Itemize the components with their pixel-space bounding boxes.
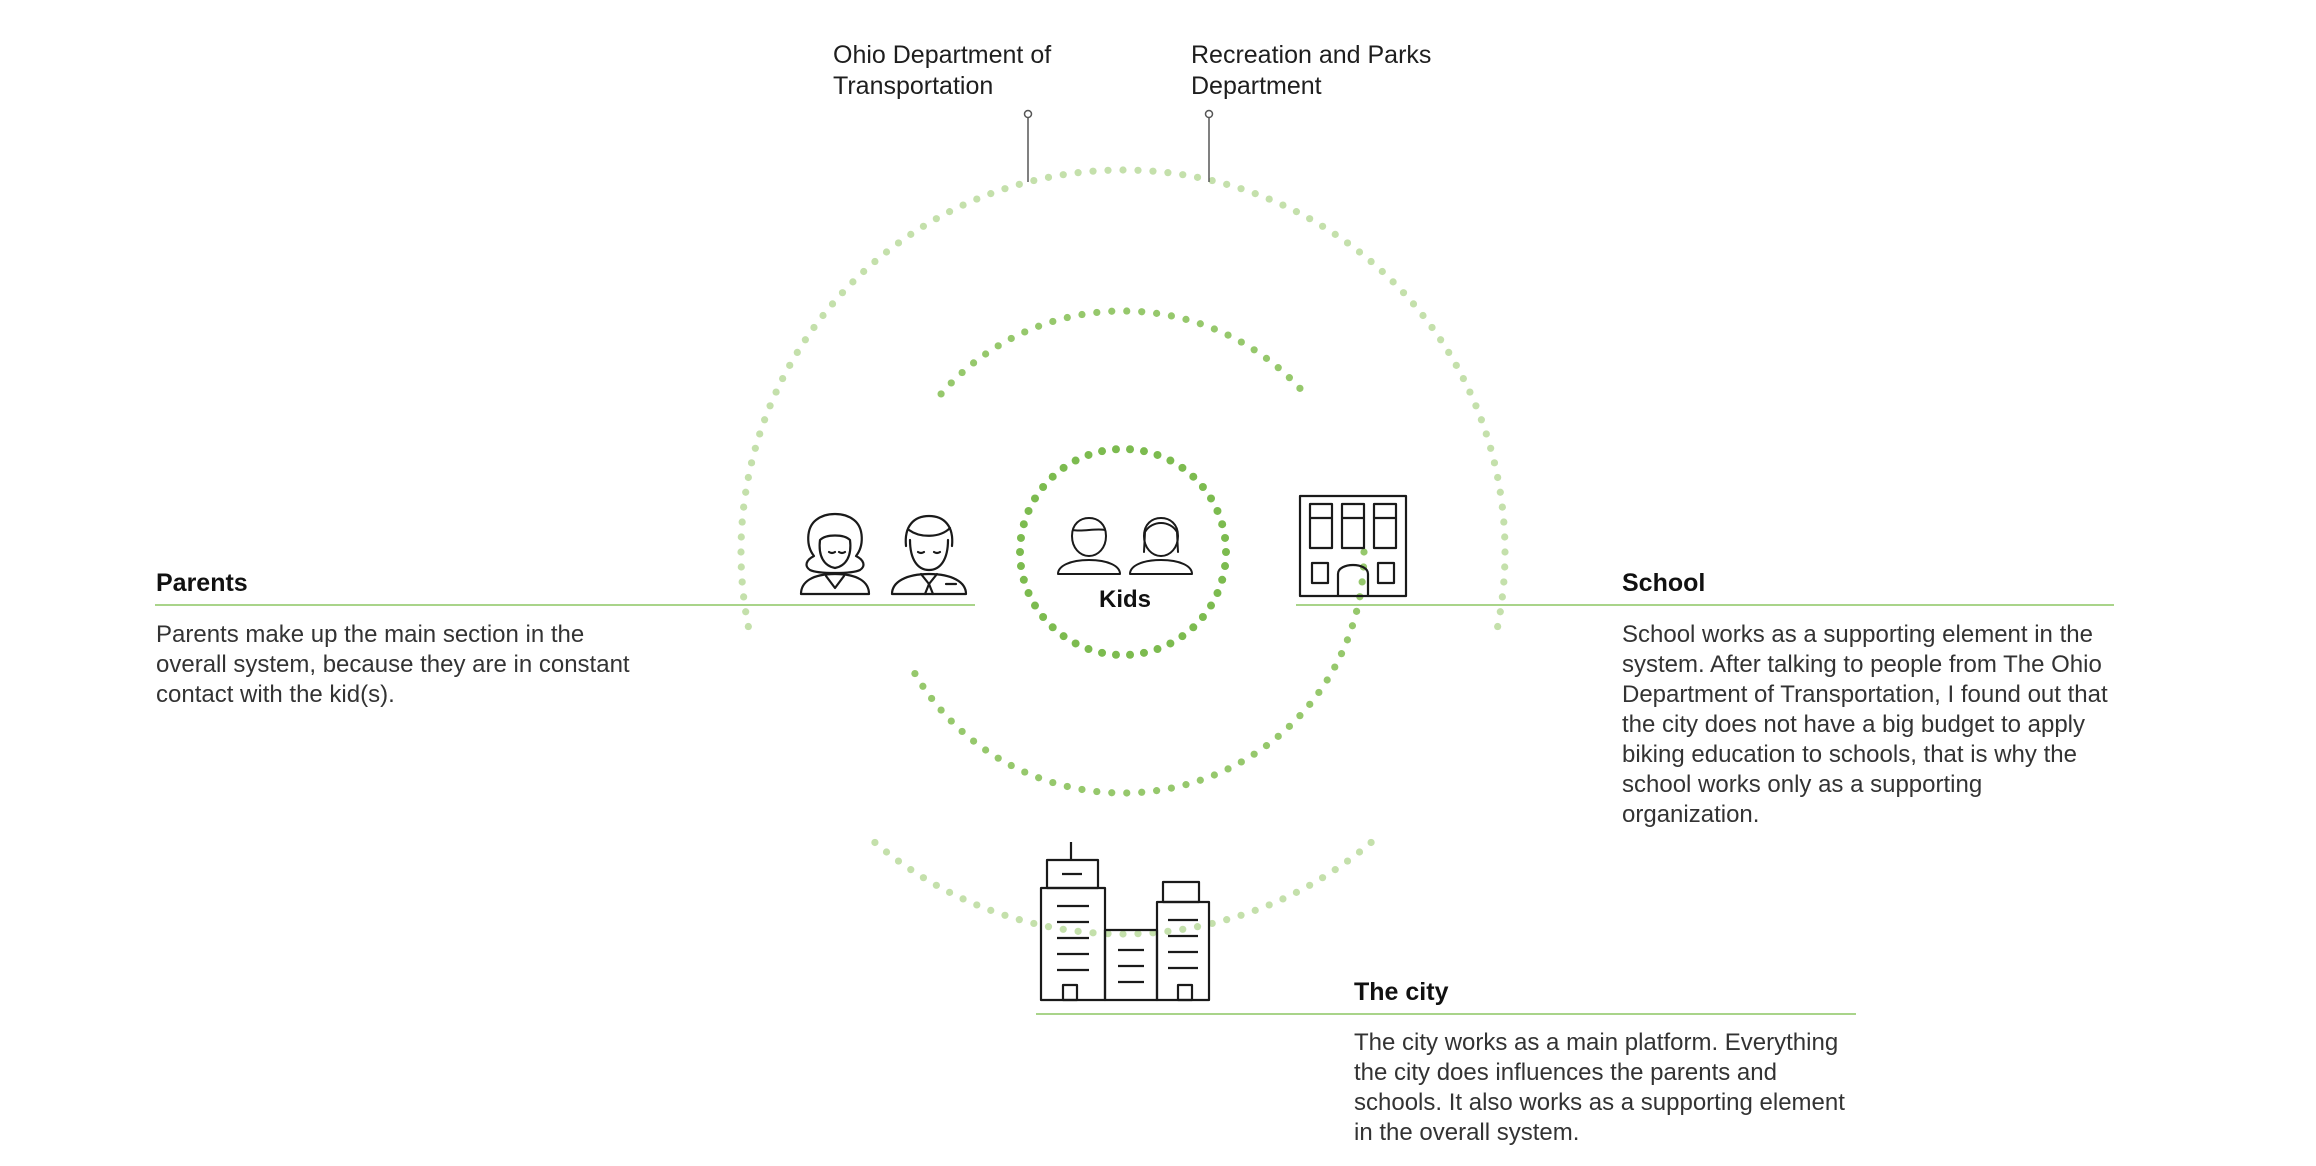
parks-label: Recreation and Parks Department	[1191, 41, 1432, 100]
city-title: The city	[1354, 978, 1449, 1006]
outer-ring	[737, 166, 1509, 938]
middle-ring	[911, 307, 1368, 797]
city-buildings-icon	[1039, 842, 1211, 1002]
school-description: School works as a supporting element in …	[1622, 621, 2108, 828]
parks-connector-dot	[1204, 109, 1214, 119]
parents-icon	[799, 512, 968, 596]
school-title: School	[1622, 569, 1706, 597]
kids-icon	[1057, 517, 1193, 575]
parents-title: Parents	[156, 569, 248, 597]
odot-label: Ohio Department of Transportation	[833, 41, 1052, 100]
parents-description: Parents make up the main section in the …	[156, 621, 630, 708]
inner-ring	[1016, 445, 1230, 659]
rings	[737, 166, 1509, 938]
kids-label: Kids	[1098, 586, 1151, 613]
school-building-icon	[1298, 494, 1408, 598]
city-description: The city works as a main platform. Every…	[1354, 1029, 1845, 1146]
odot-connector-dot	[1023, 109, 1033, 119]
